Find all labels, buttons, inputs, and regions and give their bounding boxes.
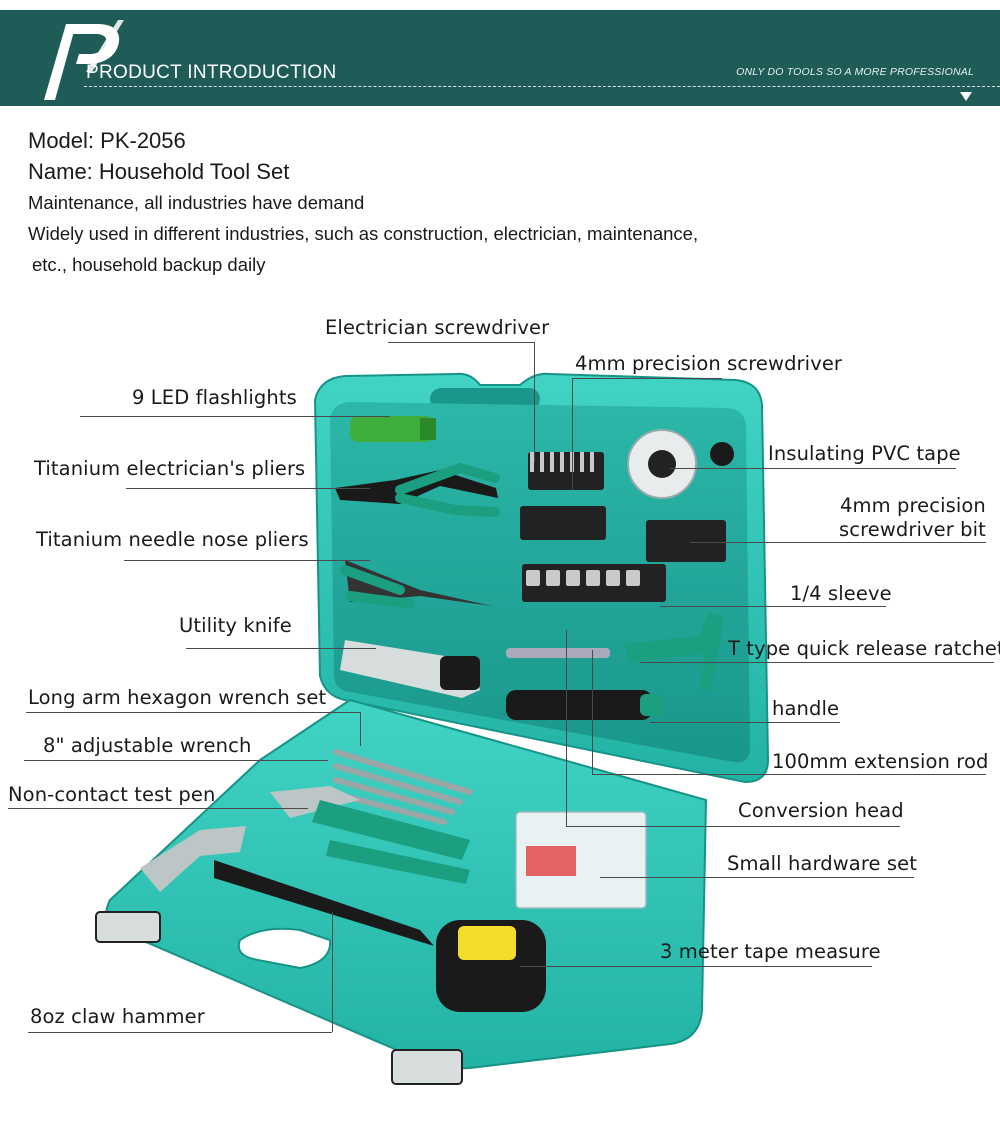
leader-line bbox=[670, 468, 956, 469]
leader-line bbox=[26, 712, 360, 713]
leader-line bbox=[534, 342, 535, 462]
section-title: PRODUCT INTRODUCTION bbox=[86, 62, 337, 83]
model-text: Model: PK-2056 bbox=[28, 128, 186, 153]
callout-utility-knife: Utility knife bbox=[179, 614, 292, 637]
name-text: Name: Household Tool Set bbox=[28, 159, 290, 184]
brand-logo-icon bbox=[44, 20, 124, 100]
leader-line bbox=[660, 606, 886, 607]
leader-line bbox=[8, 808, 308, 809]
leader-line bbox=[566, 826, 900, 827]
case-base bbox=[95, 698, 708, 1085]
chevron-down-icon bbox=[960, 92, 972, 101]
leader-line bbox=[650, 722, 840, 723]
leader-line bbox=[592, 650, 593, 774]
description-line-1: Maintenance, all industries have demand bbox=[28, 192, 365, 213]
leader-line bbox=[600, 877, 914, 878]
callout-precision-bit-line-1: 4mm precision bbox=[840, 494, 986, 517]
callout-test-pen: Non-contact test pen bbox=[8, 783, 216, 806]
leader-line bbox=[80, 416, 390, 417]
callout-hex-wrench: Long arm hexagon wrench set bbox=[28, 686, 327, 709]
callout-precision-bit-line-2: screwdriver bit bbox=[839, 518, 986, 541]
leader-line bbox=[24, 760, 328, 761]
callout-handle: handle bbox=[772, 697, 840, 720]
header-slogan: ONLY DO TOOLS SO A MORE PROFESSIONAL bbox=[736, 66, 974, 78]
header-divider bbox=[84, 86, 1000, 87]
leader-line bbox=[124, 560, 370, 561]
description-line-3: etc., household backup daily bbox=[32, 254, 266, 275]
leader-line bbox=[126, 488, 370, 489]
leader-line bbox=[572, 378, 722, 379]
callout-led-flashlights: 9 LED flashlights bbox=[132, 386, 297, 409]
callout-tape-measure: 3 meter tape measure bbox=[660, 940, 881, 963]
leader-line bbox=[520, 966, 872, 967]
callout-extension-rod: 100mm extension rod bbox=[772, 750, 989, 773]
description-line-2: Widely used in different industries, suc… bbox=[28, 223, 699, 244]
product-info: Model: PK-2056 Name: Household Tool Set … bbox=[28, 125, 698, 280]
leader-line bbox=[186, 648, 376, 649]
callout-conversion-head: Conversion head bbox=[738, 799, 904, 822]
callout-insulating-tape: Insulating PVC tape bbox=[768, 442, 961, 465]
leader-line bbox=[388, 342, 534, 343]
leader-line bbox=[640, 662, 994, 663]
callout-ratchet: T type quick release ratchet bbox=[728, 637, 1000, 660]
callout-needle-nose-pliers: Titanium needle nose pliers bbox=[36, 528, 309, 551]
callout-claw-hammer: 8oz claw hammer bbox=[30, 1005, 205, 1028]
leader-line bbox=[572, 378, 573, 490]
callout-adjustable-wrench: 8" adjustable wrench bbox=[43, 734, 252, 757]
callout-hardware-set: Small hardware set bbox=[727, 852, 918, 875]
leader-line bbox=[592, 774, 986, 775]
leader-line bbox=[28, 1032, 332, 1033]
case-lid bbox=[313, 372, 770, 784]
callout-sleeve: 1/4 sleeve bbox=[790, 582, 892, 605]
header-banner: PRODUCT INTRODUCTION ONLY DO TOOLS SO A … bbox=[0, 10, 1000, 106]
tool-case-image bbox=[95, 372, 770, 1085]
leader-line bbox=[360, 712, 361, 746]
callout-electricians-pliers: Titanium electrician's pliers bbox=[34, 457, 306, 480]
leader-line bbox=[332, 912, 333, 1032]
leader-line bbox=[690, 542, 986, 543]
callout-electrician-screwdriver: Electrician screwdriver bbox=[325, 316, 550, 339]
callout-precision-screwdriver: 4mm precision screwdriver bbox=[575, 352, 843, 375]
leader-line bbox=[566, 630, 567, 826]
